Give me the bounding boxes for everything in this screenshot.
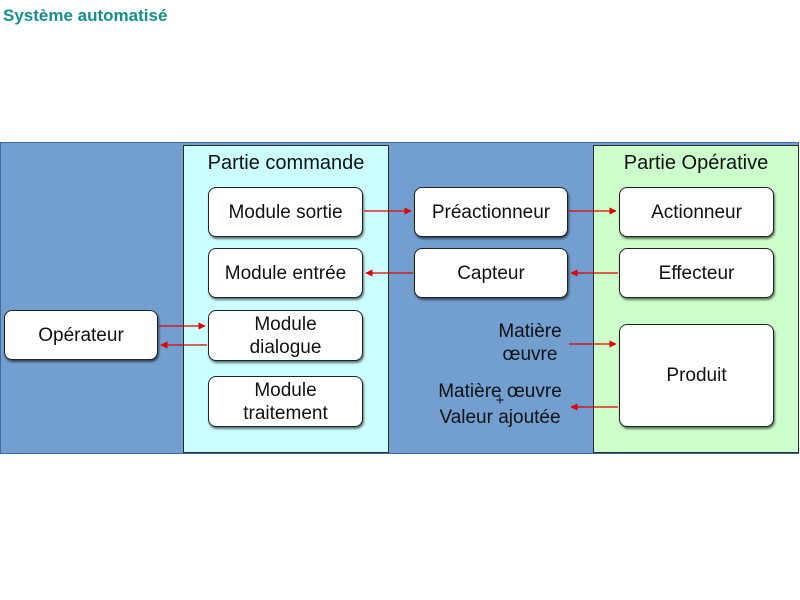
page-title: Système automatisé xyxy=(3,6,168,25)
plus-sign: + xyxy=(495,392,505,409)
partie-commande-title: Partie commande xyxy=(207,152,365,174)
capteur-box: Capteur xyxy=(414,248,568,298)
effecteur-box: Effecteur xyxy=(619,248,774,298)
module-entree-box: Module entrée xyxy=(208,248,363,298)
produit-box: Produit xyxy=(619,324,774,427)
operateur-box: Opérateur xyxy=(4,310,158,360)
module-sortie-box: Module sortie xyxy=(208,187,363,237)
partie-operative-title: Partie Opérative xyxy=(623,152,769,174)
matiere-oeuvre-input-label: Matière œuvre xyxy=(498,321,562,365)
matiere-oeuvre-output-label: Matière œuvre xyxy=(438,381,562,402)
preactionneur-box: Préactionneur xyxy=(414,187,568,237)
module-traitement-box: Module traitement xyxy=(208,376,363,427)
actionneur-box: Actionneur xyxy=(619,187,774,237)
module-dialogue-box: Module dialogue xyxy=(208,310,363,361)
valeur-ajoutee-label: Valeur ajoutée xyxy=(439,407,561,428)
